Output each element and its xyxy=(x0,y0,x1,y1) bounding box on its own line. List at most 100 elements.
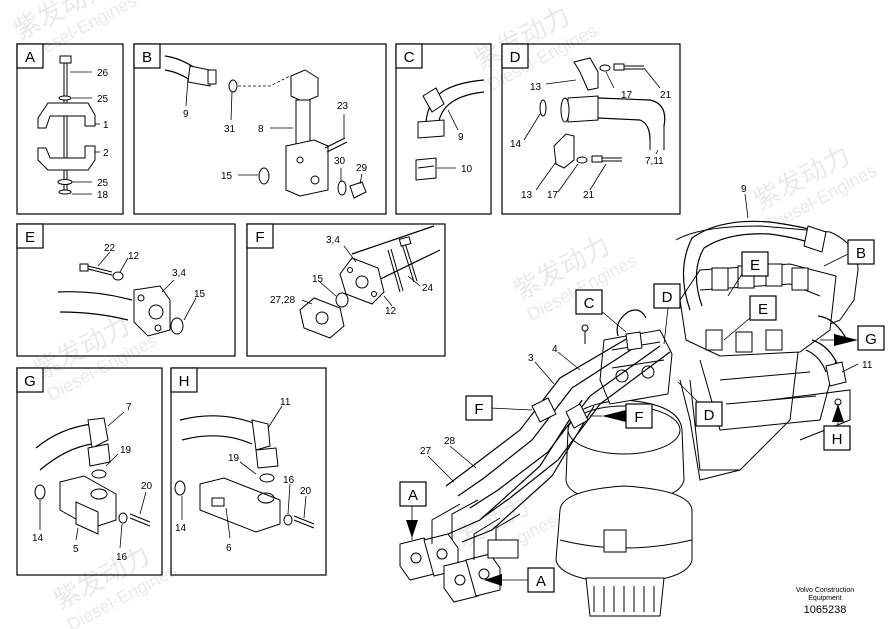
label: 16 xyxy=(283,475,295,486)
label: 20 xyxy=(141,481,153,492)
label: 26 xyxy=(97,68,109,79)
callout-box-e xyxy=(741,251,769,277)
label: 3,4 xyxy=(172,268,186,279)
label: 13 xyxy=(521,190,533,201)
callout-box-b xyxy=(847,239,875,265)
footer-brand: Volvo Construction xyxy=(796,587,854,594)
main-callouts: B E E C D G F xyxy=(399,239,885,593)
label: 12 xyxy=(128,251,140,262)
label: 15 xyxy=(194,289,206,300)
drawing-footer: Volvo Construction Equipment 1065238 xyxy=(796,587,854,616)
callout-box-d xyxy=(653,283,681,309)
label: 2 xyxy=(103,148,109,159)
callout-labels: 3,4 15 24 27,28 12 xyxy=(270,235,434,317)
arrow-icon xyxy=(484,574,502,586)
label: 8 xyxy=(258,124,264,135)
label: 9 xyxy=(183,109,189,120)
label: 23 xyxy=(337,101,349,112)
label: 1 xyxy=(103,120,109,131)
box-letter-a: A xyxy=(25,49,35,66)
footer-sub: Equipment xyxy=(808,595,842,602)
label: 11 xyxy=(280,397,291,408)
callout-letter-h: H xyxy=(832,431,843,448)
callout-box-d xyxy=(695,401,723,427)
callout-box-e xyxy=(749,295,777,321)
callout-letter-e: E xyxy=(758,301,768,318)
label: 19 xyxy=(120,445,132,456)
label: 14 xyxy=(175,523,187,534)
callout-letter-a: A xyxy=(408,487,418,504)
arrow-icon xyxy=(602,410,626,422)
label: 24 xyxy=(422,283,434,294)
box-letter-c: C xyxy=(404,49,415,66)
box-letter-d: D xyxy=(510,49,521,66)
callout-letter-b: B xyxy=(856,245,866,262)
label: 13 xyxy=(530,82,542,93)
callout-letter-f: F xyxy=(634,409,643,426)
box-letter-g: G xyxy=(24,373,36,390)
main-assembly-view: 9 3 4 11 27 28 B E E C xyxy=(399,184,885,617)
box-letter-e: E xyxy=(25,229,35,246)
label: 17 xyxy=(547,190,559,201)
label: 14 xyxy=(32,533,44,544)
callout-labels: 9 31 8 23 15 30 29 xyxy=(183,77,368,185)
label: 10 xyxy=(461,164,473,175)
callout-labels: 9 10 xyxy=(437,109,473,175)
detail-box-h: H 11 19 16 20 14 6 xyxy=(170,367,327,576)
detail-box-a: A 26 25 1 2 25 18 xyxy=(16,43,124,215)
label: 18 xyxy=(97,190,109,201)
detail-box-f: F 3,4 15 24 27,28 12 xyxy=(246,223,446,357)
label: 11 xyxy=(862,360,873,371)
callout-box-f xyxy=(625,403,653,429)
label: 12 xyxy=(385,306,397,317)
label: 28 xyxy=(444,436,456,447)
label: 31 xyxy=(224,124,236,135)
label: 9 xyxy=(741,184,747,195)
flange-block-group xyxy=(399,499,521,603)
callout-letter-e: E xyxy=(750,257,760,274)
callout-labels: 11 19 16 20 14 6 xyxy=(175,397,312,554)
callout-letter-d: D xyxy=(704,407,715,424)
callout-letter-a: A xyxy=(536,573,546,590)
drawing-number: 1065238 xyxy=(804,604,847,616)
label: 7,11 xyxy=(645,156,664,167)
detail-box-d: D 13 17 21 14 xyxy=(501,43,681,215)
label: 3,4 xyxy=(326,235,340,246)
label: 21 xyxy=(660,90,672,101)
callout-letter-f: F xyxy=(474,401,483,418)
label: 20 xyxy=(300,486,312,497)
label: 22 xyxy=(104,243,116,254)
label: 25 xyxy=(97,94,109,105)
label: 3 xyxy=(528,353,534,364)
label: 29 xyxy=(356,163,368,174)
label: 16 xyxy=(116,552,128,563)
callout-box-a xyxy=(399,481,427,507)
label: 14 xyxy=(510,139,522,150)
callout-box-h xyxy=(823,425,851,451)
callout-box-f xyxy=(465,395,493,421)
callout-box-g xyxy=(857,325,885,351)
label: 21 xyxy=(583,190,595,201)
label: 15 xyxy=(312,274,324,285)
label: 5 xyxy=(73,544,79,555)
callout-labels: 13 17 21 14 7,11 13 17 21 xyxy=(510,67,672,201)
box-letter-f: F xyxy=(255,229,264,246)
callout-letter-d: D xyxy=(662,289,673,306)
callout-labels: 22 12 3,4 15 xyxy=(97,243,206,321)
main-labels: 9 3 4 11 27 28 xyxy=(420,184,873,483)
label: 27,28 xyxy=(270,295,295,306)
callout-labels: 26 25 1 2 25 18 xyxy=(70,68,109,201)
label: 4 xyxy=(552,344,558,355)
callout-letter-g: G xyxy=(865,331,877,348)
detail-box-g: G 7 19 20 14 5 16 xyxy=(16,367,163,576)
label: 7 xyxy=(126,402,132,413)
label: 15 xyxy=(221,171,233,182)
arrow-icon xyxy=(832,404,844,422)
arrow-icon xyxy=(406,520,418,538)
detail-box-e: E 22 12 3,4 15 xyxy=(16,223,236,357)
callout-labels: 7 19 20 14 5 16 xyxy=(32,402,153,563)
callout-letter-c: C xyxy=(584,295,595,312)
callout-box-c xyxy=(575,289,603,315)
box-letter-h: H xyxy=(179,373,190,390)
